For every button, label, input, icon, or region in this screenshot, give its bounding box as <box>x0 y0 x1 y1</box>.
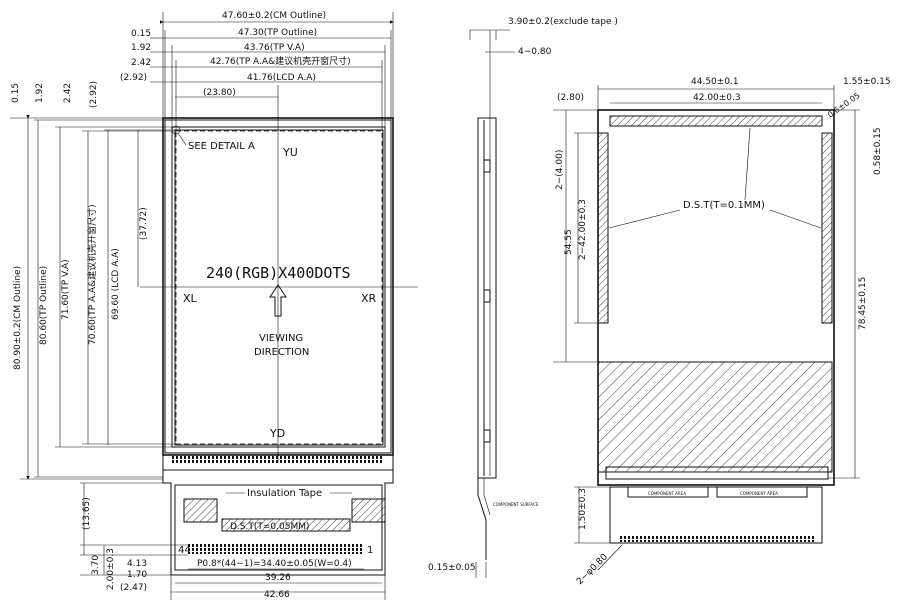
fpc-pins <box>188 544 364 554</box>
dim-cm-outline: 47.60±0.2(CM Outline) <box>222 11 326 21</box>
back-fpc <box>609 486 823 544</box>
dim-lcd-aa-offset: (2.92) <box>120 73 147 83</box>
back-dst-label: D.S.T(T=0.1MM) <box>683 200 765 211</box>
dim-247: (2.47) <box>120 583 147 593</box>
dim-pitch: P0.8*(44−1)=34.40±0.05(W=0.4) <box>197 559 352 569</box>
dim-4266: 42.66 <box>264 590 290 600</box>
back-view: COMPONENT AREA COMPONENT AREA 44.50±0.1 … <box>553 77 891 587</box>
back-top-tape <box>609 115 823 127</box>
side-view: 3.90±0.2(exclude tape ) 4−0.80 COMPONENT… <box>428 17 618 578</box>
dim-tp-outline-offset: 0.15 <box>131 29 151 39</box>
dim-tp-va: 43.76(TP V.A) <box>244 43 305 53</box>
dim-413: 4.13 <box>127 559 147 569</box>
dim-left-292: (2.92) <box>89 81 99 108</box>
component-surface-label: COMPONENT SURFACE <box>493 502 539 507</box>
dim-tp-aa-h: 70.60(TP A.A&建议机壳开窗尺寸) <box>86 204 98 345</box>
back-bottom-strip <box>605 466 829 480</box>
back-fpc-pins <box>620 535 815 542</box>
dim-tp-outline: 47.30(TP Outline) <box>238 28 317 38</box>
dim-370: 3.70 <box>91 555 101 575</box>
fpc-inner <box>174 484 383 571</box>
back-right-tape <box>821 132 833 324</box>
dim-tp-va-h: 71.60(TP V.A) <box>61 259 71 320</box>
lcd-aa <box>174 129 384 446</box>
dim-thickness: 3.90±0.2(exclude tape ) <box>508 17 618 27</box>
top-dimensions: 47.60±0.2(CM Outline) 0.15 47.30(TP Outl… <box>120 11 394 131</box>
dst-tape <box>221 518 351 532</box>
dim-back-058: 0.58±0.15 <box>873 127 883 175</box>
dim-back-width: 44.50±0.1 <box>691 77 739 87</box>
dim-back-4200: 2−42.00±0.3 <box>578 199 588 260</box>
dim-tp-aa: 42.76(TP A.A&建议机壳开窗尺寸) <box>210 55 351 67</box>
component-area-2: COMPONENT AREA <box>740 491 778 496</box>
dim-lcd-aa-h: 69.60 (LCD A.A) <box>111 248 121 320</box>
dim-tp-outline-h: 80.60(TP Outline) <box>39 266 49 345</box>
dim-fpc-h: 1.50±0.3 <box>578 488 588 530</box>
dim-1365: (13.65) <box>82 497 92 530</box>
tp-aa <box>175 130 383 445</box>
pin-44-label: 44 <box>178 545 191 556</box>
see-detail-label: SEE DETAIL A <box>188 141 255 152</box>
xr-label: XR <box>361 292 377 305</box>
fpc-tail: Insulation Tape D.S.T(T=0.05MM) 44 1 (13… <box>80 470 394 600</box>
dim-fpc-thk: 0.15±0.05 <box>428 563 476 573</box>
fpc-dst-label: D.S.T(T=0.05MM) <box>230 522 310 532</box>
fpc-outline <box>162 470 394 576</box>
viewing-arrow-icon <box>269 284 287 317</box>
direction-label: DIRECTION <box>254 347 309 358</box>
pin-1-label: 1 <box>367 545 373 556</box>
dim-left-015: 0.15 <box>11 83 21 103</box>
tape-right <box>351 498 386 523</box>
tape-left <box>183 498 218 523</box>
dim-200: 2.00±0.3 <box>106 548 116 590</box>
dim-left-242: 2.42 <box>63 83 73 103</box>
dim-center-h: (37.72) <box>139 207 149 240</box>
dim-back-height: 78.45±0.15 <box>858 277 868 330</box>
dim-back-280: (2.80) <box>557 93 584 103</box>
dim-back-06: 0.6±0.05 <box>826 91 862 120</box>
back-hatched-area <box>597 361 833 473</box>
yu-label: YU <box>282 146 298 159</box>
dim-lcd-aa: 41.76(LCD A.A) <box>247 73 316 83</box>
yd-label: YD <box>269 427 285 440</box>
left-dimensions: 0.15 1.92 2.42 (2.92) 80.90±0.2(CM Outli… <box>10 81 176 480</box>
dim-4-080: 4−0.80 <box>518 47 552 57</box>
dim-center: (23.80) <box>203 88 236 98</box>
dim-left-192: 1.92 <box>35 83 45 103</box>
viewing-label: VIEWING <box>259 333 303 344</box>
resolution-label: 240(RGB)X400DOTS <box>206 264 351 282</box>
pad-row <box>172 456 382 464</box>
dim-tp-va-offset: 1.92 <box>131 43 151 53</box>
side-fpc <box>477 478 487 560</box>
dim-cm-outline-h: 80.90±0.2(CM Outline) <box>13 266 23 370</box>
dim-tape-w: 42.00±0.3 <box>693 93 741 103</box>
detail-a-leader <box>177 132 187 146</box>
dim-3926: 39.26 <box>265 573 291 583</box>
dim-back-400: 2−(4.00) <box>555 150 565 190</box>
front-view: SEE DETAIL A YU 240(RGB)X400DOTS XL XR V… <box>10 11 418 600</box>
side-body <box>477 117 497 479</box>
xl-label: XL <box>183 292 198 305</box>
back-left-tape <box>597 132 609 324</box>
component-area-1: COMPONENT AREA <box>648 491 686 496</box>
dim-back-phi: 2−φ0.80 <box>575 552 610 587</box>
dim-170: 1.70 <box>127 570 147 580</box>
dim-back-5455: 54.55 <box>564 229 574 255</box>
dim-back-edge: 1.55±0.15 <box>843 77 891 87</box>
dim-tp-aa-offset: 2.42 <box>131 58 151 68</box>
insulation-label: Insulation Tape <box>247 488 322 499</box>
